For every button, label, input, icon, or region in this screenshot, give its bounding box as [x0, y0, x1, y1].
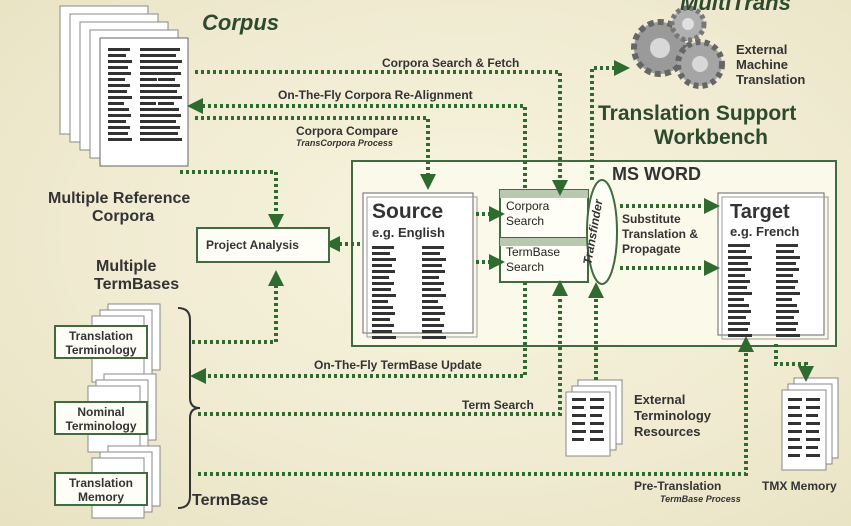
arrow-corpora-search-fetch: [195, 70, 568, 196]
termbase-item-3-line1: Translation: [68, 476, 133, 490]
arrow-term-search: [198, 280, 568, 416]
label-pre-translation: Pre-Translation: [634, 479, 722, 493]
termbases-title-line1: Multiple: [96, 258, 157, 275]
substitute-line3: Propagate: [622, 242, 681, 256]
machine-translation-line1: External: [736, 42, 788, 57]
arrow-realignment: [187, 98, 527, 188]
project-analysis-box: Project Analysis: [196, 227, 330, 263]
corpora-search-line1: Corpora: [506, 199, 550, 213]
label-corpora-compare-sub: TransCorpora Process: [296, 138, 393, 148]
termbase-item-2-line2: Terminology: [65, 419, 137, 433]
termbase-item-1-line2: Terminology: [65, 343, 137, 357]
corpus-title: Corpus: [202, 10, 279, 35]
label-termbase-update: On-The-Fly TermBase Update: [314, 358, 482, 372]
target-title: Target: [730, 201, 790, 223]
termbase-item-translation-terminology: Translation Terminology: [54, 325, 148, 359]
arrow-corpus-to-analysis: [180, 170, 284, 230]
termbase-caption: TermBase: [192, 492, 269, 509]
workbench-title-line2: Workbench: [654, 126, 768, 149]
brand-logo: MultiTrans: [680, 0, 791, 15]
source-document: [362, 192, 478, 339]
termbase-search-line2: Search: [506, 260, 545, 274]
corpora-search-line2: Search: [506, 214, 545, 228]
target-document: [717, 192, 829, 340]
label-realignment: On-The-Fly Corpora Re-Alignment: [278, 88, 473, 102]
corpus-document-stack: [59, 5, 189, 167]
substitute-line2: Translation &: [622, 227, 699, 241]
msword-title: MS WORD: [612, 164, 701, 184]
external-terminology-line2: Terminology: [634, 408, 712, 423]
external-terminology-line1: External: [634, 392, 686, 407]
gears-icon: [631, 5, 725, 89]
external-terminology-stack: [565, 379, 623, 457]
arrow-target-to-tmx: [774, 344, 814, 382]
corpus-caption-line1: Multiple Reference: [48, 190, 191, 207]
termbases-title-line2: TermBases: [94, 276, 180, 293]
termbase-item-3-line2: Memory: [77, 490, 124, 504]
termbase-item-translation-memory: Translation Memory: [54, 472, 148, 506]
tmx-memory-stack: [781, 377, 839, 471]
arrow-termbase-to-analysis: [192, 270, 284, 344]
termbase-brace: [177, 307, 201, 509]
label-corpora-search-fetch: Corpora Search & Fetch: [382, 56, 520, 70]
project-analysis-label: Project Analysis: [206, 238, 299, 252]
machine-translation-line2: Machine: [736, 57, 789, 72]
arrow-to-machine-translation: [590, 60, 630, 180]
corpus-caption-line2: Corpora: [92, 208, 155, 225]
label-corpora-compare: Corpora Compare: [296, 124, 399, 138]
source-subtitle: e.g. English: [372, 225, 445, 240]
termbase-search-line1: TermBase: [506, 245, 561, 259]
source-title: Source: [372, 200, 444, 223]
termbase-item-2-line1: Nominal: [77, 405, 125, 419]
target-subtitle: e.g. French: [730, 224, 800, 239]
arrow-termbase-update: [190, 282, 527, 384]
label-pre-translation-sub: TermBase Process: [660, 494, 741, 504]
termbase-item-1-line1: Translation: [68, 329, 133, 343]
workbench-title-line1: Translation Support: [598, 102, 797, 125]
flow-arrows: [180, 60, 814, 476]
tmx-memory-label: TMX Memory: [762, 479, 837, 493]
termbase-item-nominal-terminology: Nominal Terminology: [54, 401, 148, 435]
machine-translation-line3: Translation: [736, 72, 806, 87]
substitute-line1: Substitute: [622, 212, 681, 226]
external-terminology-line3: Resources: [634, 424, 701, 439]
label-term-search: Term Search: [462, 398, 534, 412]
arrow-pre-translation: [198, 336, 754, 476]
